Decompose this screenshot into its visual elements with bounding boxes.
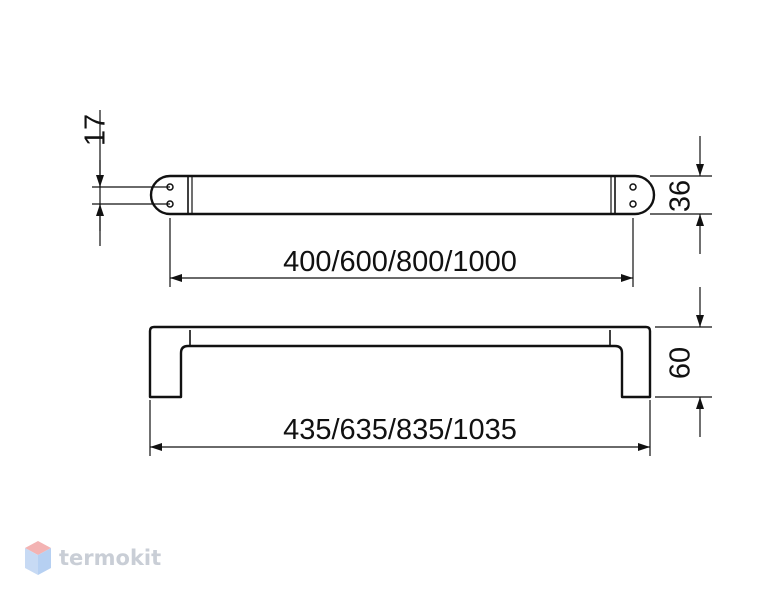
bottom-length-label: 435/635/835/1035: [283, 414, 517, 446]
top-length-label: 400/600/800/1000: [283, 246, 517, 278]
side-view-outline: [148, 325, 652, 399]
mounting-hole: [629, 200, 637, 208]
top-height-dimension: 36: [650, 136, 712, 254]
termokit-logo: termokit: [25, 541, 161, 575]
side-height-label: 60: [665, 347, 697, 379]
logo-cube-icon: [25, 541, 51, 575]
top-view-outline: [149, 174, 656, 216]
logo-text: termokit: [59, 546, 161, 570]
top-length-dimension: 400/600/800/1000: [169, 218, 634, 287]
top-height-label: 36: [665, 180, 697, 212]
side-height-dimension: 60: [655, 287, 712, 437]
bottom-length-dimension: 435/635/835/1035: [149, 400, 651, 456]
side-view: [148, 325, 652, 399]
hole-spacing-label: 17: [80, 114, 112, 146]
mounting-hole: [629, 183, 637, 191]
top-view: [149, 174, 656, 216]
hole-spacing-dimension: 17: [80, 110, 170, 246]
